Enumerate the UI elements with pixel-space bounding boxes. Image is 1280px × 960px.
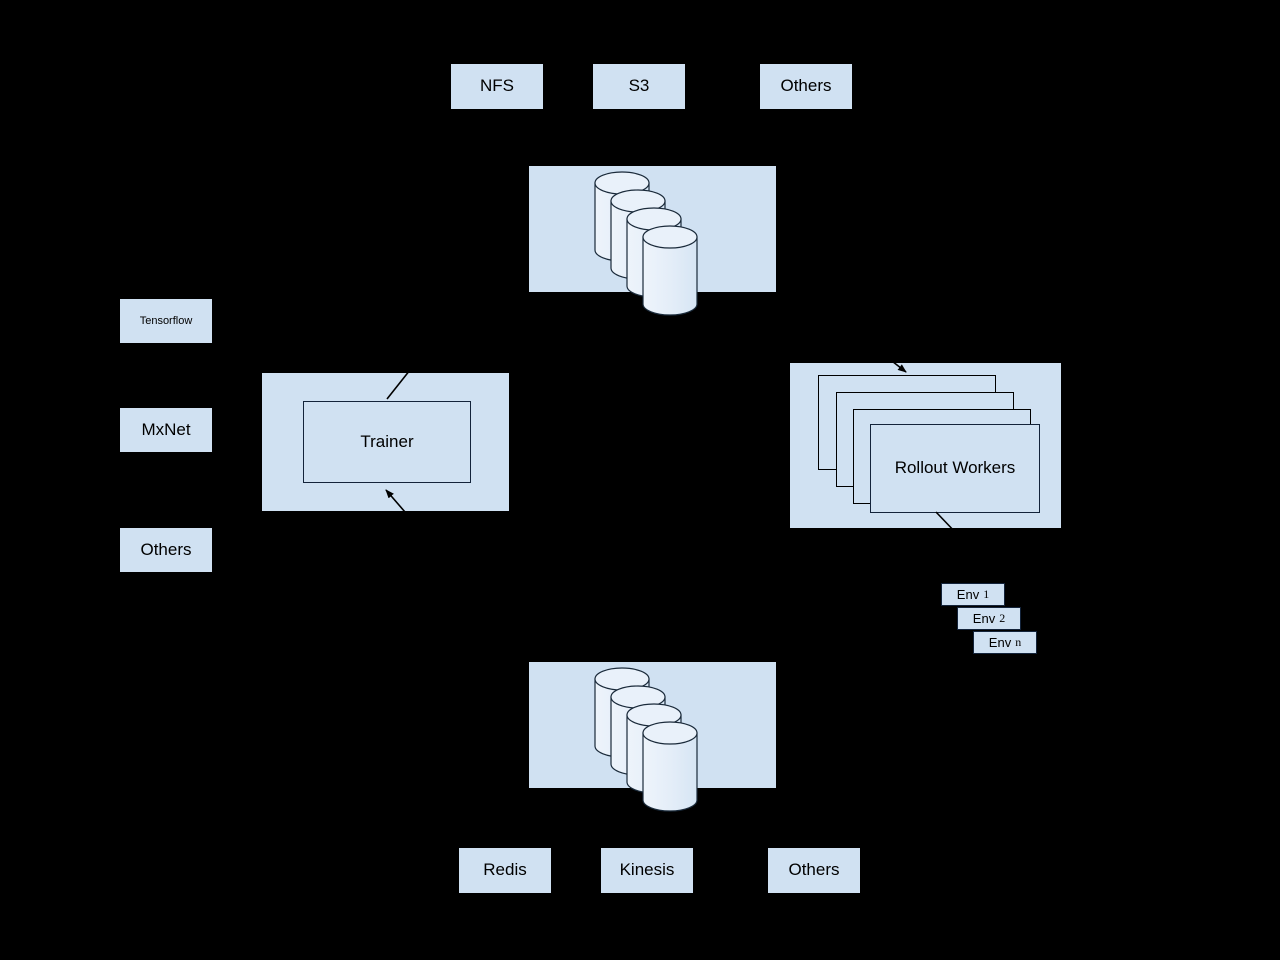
queue-backend-kinesis-label: Kinesis — [619, 860, 675, 880]
storage-backend-s3[interactable]: S3 — [593, 64, 685, 109]
queue-backend-redis[interactable]: Redis — [459, 848, 551, 893]
storage-backend-others[interactable]: Others — [760, 64, 852, 109]
framework-others[interactable]: Others — [120, 528, 212, 572]
trainer-label: Trainer — [360, 431, 414, 451]
environment-n-name: Env — [988, 635, 1012, 650]
environment-2-name: Env — [972, 611, 996, 626]
storage-backend-nfs-label: NFS — [480, 76, 514, 96]
rollout-workers-box[interactable]: Rollout Workers — [870, 424, 1040, 513]
model-store-cylinders — [594, 171, 698, 316]
storage-backend-s3-label: S3 — [628, 76, 650, 96]
rollout-workers-label: Rollout Workers — [894, 458, 1016, 478]
experience-store-cylinders — [594, 667, 698, 812]
trainer-box[interactable]: Trainer — [303, 401, 471, 483]
framework-others-label: Others — [140, 539, 192, 559]
framework-mxnet[interactable]: MxNet — [120, 408, 212, 452]
environment-n-index: n — [1015, 635, 1022, 649]
environment-1-name: Env — [956, 587, 980, 602]
storage-backend-nfs[interactable]: NFS — [451, 64, 543, 109]
framework-tensorflow-label: Tensorflow — [139, 314, 193, 327]
storage-backend-others-label: Others — [780, 76, 832, 96]
queue-backend-redis-label: Redis — [483, 860, 527, 880]
queue-backend-others-label: Others — [788, 860, 840, 880]
environment-2-index: 2 — [999, 611, 1006, 625]
queue-backend-kinesis[interactable]: Kinesis — [601, 848, 693, 893]
environment-1-index: 1 — [983, 587, 990, 601]
framework-tensorflow[interactable]: Tensorflow — [120, 299, 212, 343]
queue-backend-others[interactable]: Others — [768, 848, 860, 893]
framework-mxnet-label: MxNet — [141, 419, 191, 439]
